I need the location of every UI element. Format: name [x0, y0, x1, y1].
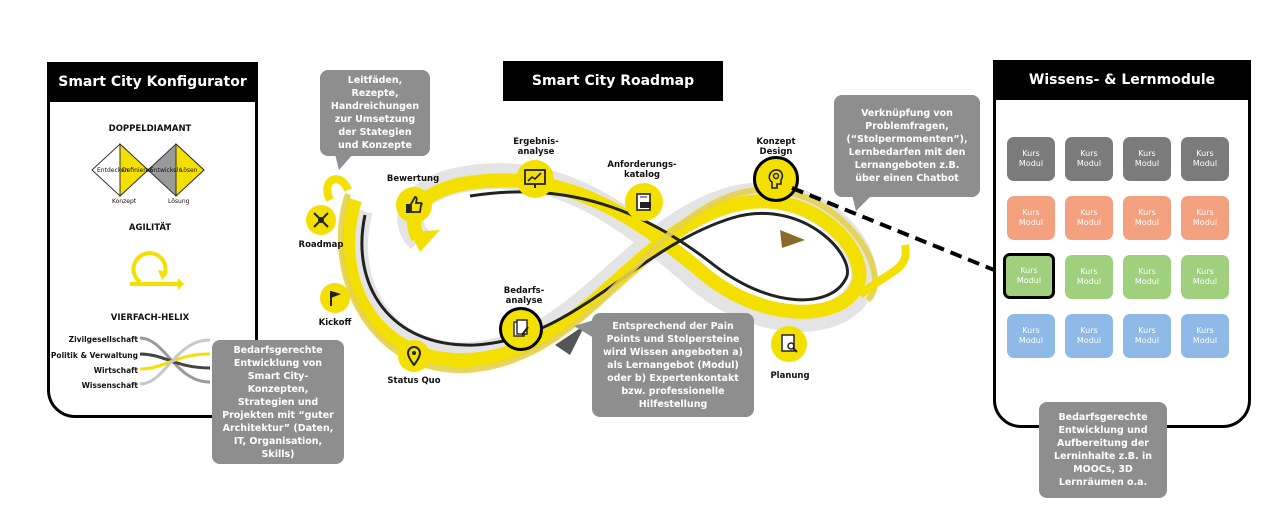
kurs-modul-sublabel: Modul — [1192, 277, 1218, 286]
helix-strands — [140, 336, 211, 386]
leitfaeden-bubble: Leitfäden, Rezepte, Handreichungen zur U… — [320, 70, 430, 156]
kurs-modul-sublabel: Modul — [1018, 218, 1044, 227]
kurs-modul-label: Kurs — [1022, 326, 1040, 335]
kickoff-label: Kickoff — [318, 318, 352, 328]
kurs-modul-label: Kurs — [1020, 266, 1038, 275]
kurs-modul-sublabel: Modul — [1016, 276, 1042, 285]
kurs-modul-sublabel: Modul — [1134, 218, 1160, 227]
kurs-modul-sublabel: Modul — [1134, 277, 1160, 286]
kurs-modul-sublabel: Modul — [1076, 218, 1102, 227]
verknuepfung-bubble-tail — [852, 195, 872, 211]
kurs-modul-label: Kurs — [1138, 149, 1156, 158]
bewertung-label: Bewertung — [386, 174, 440, 184]
helix-row-3: Wirtschaft — [93, 366, 138, 375]
kurs-modul-label: Kurs — [1138, 326, 1156, 335]
planung-stage-icon[interactable] — [771, 326, 807, 362]
kurs-modul-label: Kurs — [1080, 326, 1098, 335]
verknuepfung-bubble: Verknüpfung von Problemfragen, (“Stolper… — [834, 95, 980, 197]
roadmap-title: Smart City Roadmap — [503, 61, 723, 101]
dd-under-2: Lösung — [168, 198, 190, 205]
bewertung-stage-icon[interactable] — [396, 187, 432, 223]
kurs-modul-sublabel: Modul — [1018, 159, 1044, 168]
kurs-modul-label: Kurs — [1080, 149, 1098, 158]
dd-stage-3: Entwickeln — [150, 167, 183, 174]
ergebnis-label: Ergebnis- analyse — [513, 137, 559, 157]
kurs-modul-label: Kurs — [1196, 149, 1214, 158]
dd-stage-1: Entdecken — [97, 167, 129, 174]
helix-heading: VIERFACH-HELIX — [110, 313, 190, 323]
lernmodule-title: Wissens- & Lernmodule — [993, 60, 1251, 100]
doppeldiamant-heading: DOPPELDIAMANT — [108, 124, 192, 134]
kurs-modul-label: Kurs — [1080, 208, 1098, 217]
konzept-stage-icon[interactable] — [753, 156, 799, 202]
kurs-modul-sublabel: Modul — [1076, 336, 1102, 345]
wissen-bubble-tail — [574, 320, 594, 338]
kurs-modul-label: Kurs — [1080, 267, 1098, 276]
dd-under-1: Konzept — [112, 198, 137, 205]
kurs-modul-sublabel: Modul — [1134, 336, 1160, 345]
konfigurator-title: Smart City Konfigurator — [47, 62, 258, 102]
agilitaet-heading: AGILITÄT — [128, 223, 172, 233]
kurs-modul-sublabel: Modul — [1192, 159, 1218, 168]
anforderung-stage-icon[interactable] — [625, 183, 663, 221]
anforderung-label: Anforderungs- katalog — [607, 160, 677, 180]
double-diamond-diagram — [91, 142, 205, 198]
kurs-modul-sublabel: Modul — [1192, 218, 1218, 227]
kickoff-stage-icon[interactable] — [320, 283, 350, 313]
kurs-modul-sublabel: Modul — [1134, 159, 1160, 168]
leitfaeden-bubble-tail — [335, 154, 353, 170]
kurs-modul-label: Kurs — [1022, 149, 1040, 158]
kurs-modul-label: Kurs — [1196, 208, 1214, 217]
helix-row-4: Wissenschaft — [81, 381, 138, 390]
ergebnis-stage-icon[interactable] — [516, 160, 554, 198]
status-quo-stage-icon[interactable] — [398, 340, 430, 372]
planung-label: Planung — [770, 371, 810, 381]
agile-cycle-icon — [130, 251, 184, 290]
kurs-modul-label: Kurs — [1138, 267, 1156, 276]
kurs-modul-sublabel: Modul — [1076, 159, 1102, 168]
kurs-modul-label: Kurs — [1196, 267, 1214, 276]
konfigurator-bubble: Bedarfsgerechte Entwicklung von Smart Ci… — [212, 340, 344, 464]
status-quo-label: Status Quo — [387, 376, 441, 386]
kurs-modul-sublabel: Modul — [1192, 336, 1218, 345]
kurs-modul-label: Kurs — [1022, 208, 1040, 217]
bedarf-stage-icon[interactable] — [499, 307, 543, 351]
lernmodule-panel — [993, 60, 1251, 428]
roadmap-stage-icon[interactable] — [306, 205, 336, 235]
chatbot-connector — [791, 186, 1005, 276]
dd-stage-4: Lösen — [180, 167, 198, 174]
wissen-bubble: Entsprechend der Pain Points und Stolper… — [592, 313, 754, 417]
roadmap-label: Roadmap — [298, 240, 344, 250]
kurs-modul-label: Kurs — [1138, 208, 1156, 217]
kurs-modul-sublabel: Modul — [1018, 336, 1044, 345]
helix-row-2: Politik & Verwaltung — [50, 351, 138, 360]
lernmodule-bubble: Bedarfsgerechte Entwicklung und Aufberei… — [1039, 402, 1167, 498]
kurs-modul-label: Kurs — [1196, 326, 1214, 335]
dd-stage-2: Definieren — [122, 167, 154, 174]
helix-row-1: Zivilgesellschaft — [68, 335, 138, 344]
kurs-modul-sublabel: Modul — [1076, 277, 1102, 286]
bedarf-label: Bedarfs- analyse — [503, 286, 545, 306]
konzept-label: Konzept Design — [756, 137, 796, 157]
